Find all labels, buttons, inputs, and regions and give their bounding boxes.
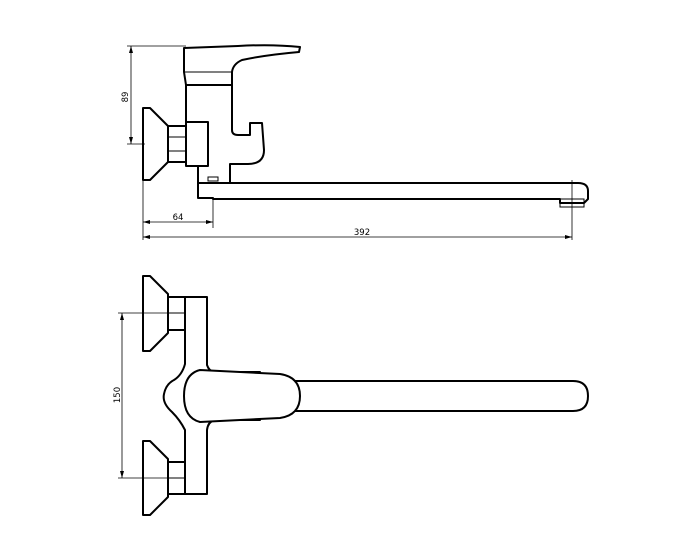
dimension-392-label: 392 [354,228,370,238]
top-lever-handle [183,369,301,423]
side-connection-nut [167,125,187,163]
side-dimensions: 89 64 392 [121,45,573,240]
top-dimensions: 150 [113,312,168,479]
dimension-64-label: 64 [173,213,184,223]
side-lever-handle [183,44,301,86]
side-view [142,44,589,208]
top-view [142,275,589,516]
dimension-150-label: 150 [113,387,123,403]
side-body-block [185,121,209,167]
side-spout [197,182,589,204]
dimension-89-label: 89 [121,92,131,103]
top-upper-flange [142,275,169,352]
top-spout [289,380,589,412]
side-wall-flange [142,107,169,181]
